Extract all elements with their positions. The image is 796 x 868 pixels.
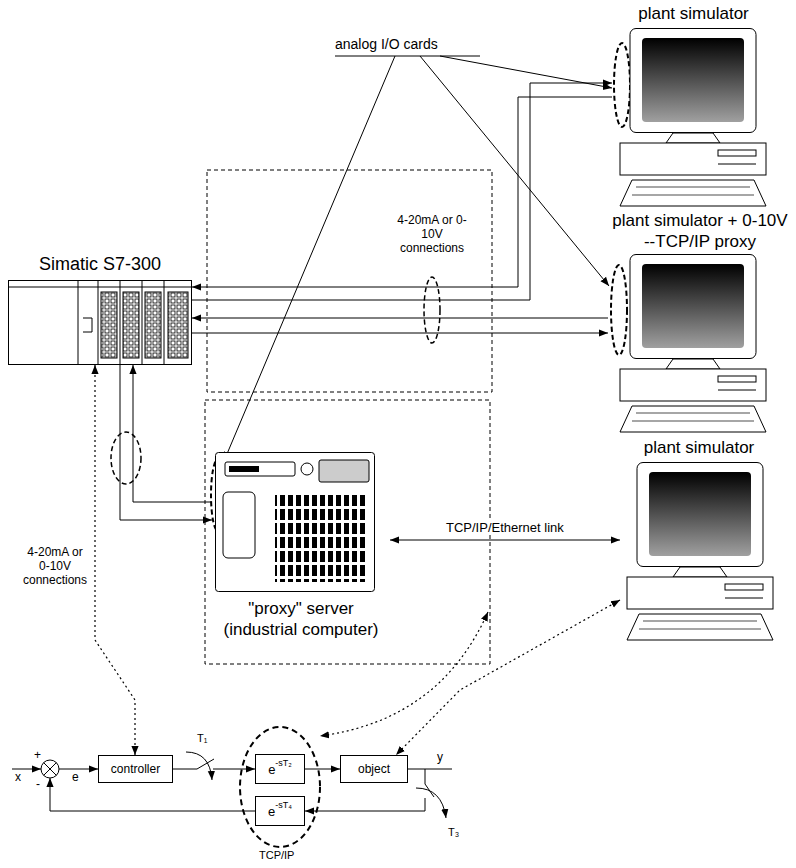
delay-block: e-sT₄: [255, 796, 305, 826]
pc-symbol: [620, 255, 766, 433]
pc-symbol: [620, 29, 766, 207]
switch-t1: [186, 752, 214, 780]
node-label: Simatic S7-300: [8, 252, 192, 276]
signal-name: T₁: [197, 732, 217, 745]
node-label: plant simulator: [620, 436, 778, 460]
signal-wire: [173, 769, 255, 770]
signal-wire: [120, 365, 212, 520]
block-text: object: [358, 762, 390, 776]
pc-illustration: [618, 28, 768, 208]
delay-block: e-sT₂: [255, 754, 305, 784]
signal-note: 4-20mA or 0-10V connections: [22, 546, 88, 587]
signal-wire: [192, 97, 612, 287]
signal-name: -: [36, 778, 46, 792]
switch-t3: [416, 784, 446, 818]
signal-wire: [192, 318, 608, 319]
signal-name: +: [34, 749, 46, 763]
simulator-computer: plant simulator: [620, 436, 778, 642]
node-label: plant simulator + 0-10V --TCP/IP proxy: [608, 210, 792, 252]
signal-name: T₃: [448, 826, 468, 839]
signal-wire: [192, 333, 608, 334]
plc-symbol: [8, 280, 192, 365]
signal-note: 4-20mA or 0-10V connections: [392, 214, 472, 255]
proxy-server: "proxy" server (industrial computer): [212, 452, 390, 640]
exponent-text: -sT₂: [275, 758, 292, 768]
signal-name: x: [15, 771, 27, 785]
signal-name: y: [437, 751, 451, 765]
control-loop-wires: [12, 760, 452, 811]
block-text: e: [268, 762, 275, 777]
pc-symbol: [627, 463, 773, 641]
plc-illustration: [8, 280, 192, 365]
block-text: controller: [111, 762, 160, 776]
signal-wire: [305, 769, 340, 770]
srv-illustration: [215, 452, 375, 592]
pc-illustration: [618, 254, 768, 434]
dotted-link: [95, 365, 135, 755]
exponent-text: -sT₄: [275, 800, 292, 810]
node-label: plant simulator: [612, 2, 775, 26]
plc-rack: Simatic S7-300: [8, 252, 192, 365]
simulator-computer: plant simulator + 0-10V --TCP/IP proxy: [608, 210, 792, 434]
pc-illustration: [625, 462, 775, 642]
node-label: "proxy" server (industrial computer): [212, 598, 390, 640]
block-text: e: [268, 804, 275, 819]
signal-name: e: [72, 771, 84, 785]
srv-symbol: [216, 453, 375, 592]
link-label: TCP/IP/Ethernet link: [444, 520, 566, 535]
signal-wire: [390, 540, 620, 541]
controller-block: controller: [98, 755, 173, 783]
object-block: object: [340, 755, 408, 783]
signal-name: TCP/IP: [259, 849, 309, 862]
signal-wire: [192, 83, 612, 300]
callout-label: analog I/O cards: [335, 36, 485, 52]
dotted-link: [396, 600, 620, 755]
signal-wire: [133, 365, 212, 502]
simulator-computer: plant simulator: [612, 2, 775, 208]
dashed-regions: [205, 170, 492, 664]
tcp-ip-region: [240, 612, 488, 847]
